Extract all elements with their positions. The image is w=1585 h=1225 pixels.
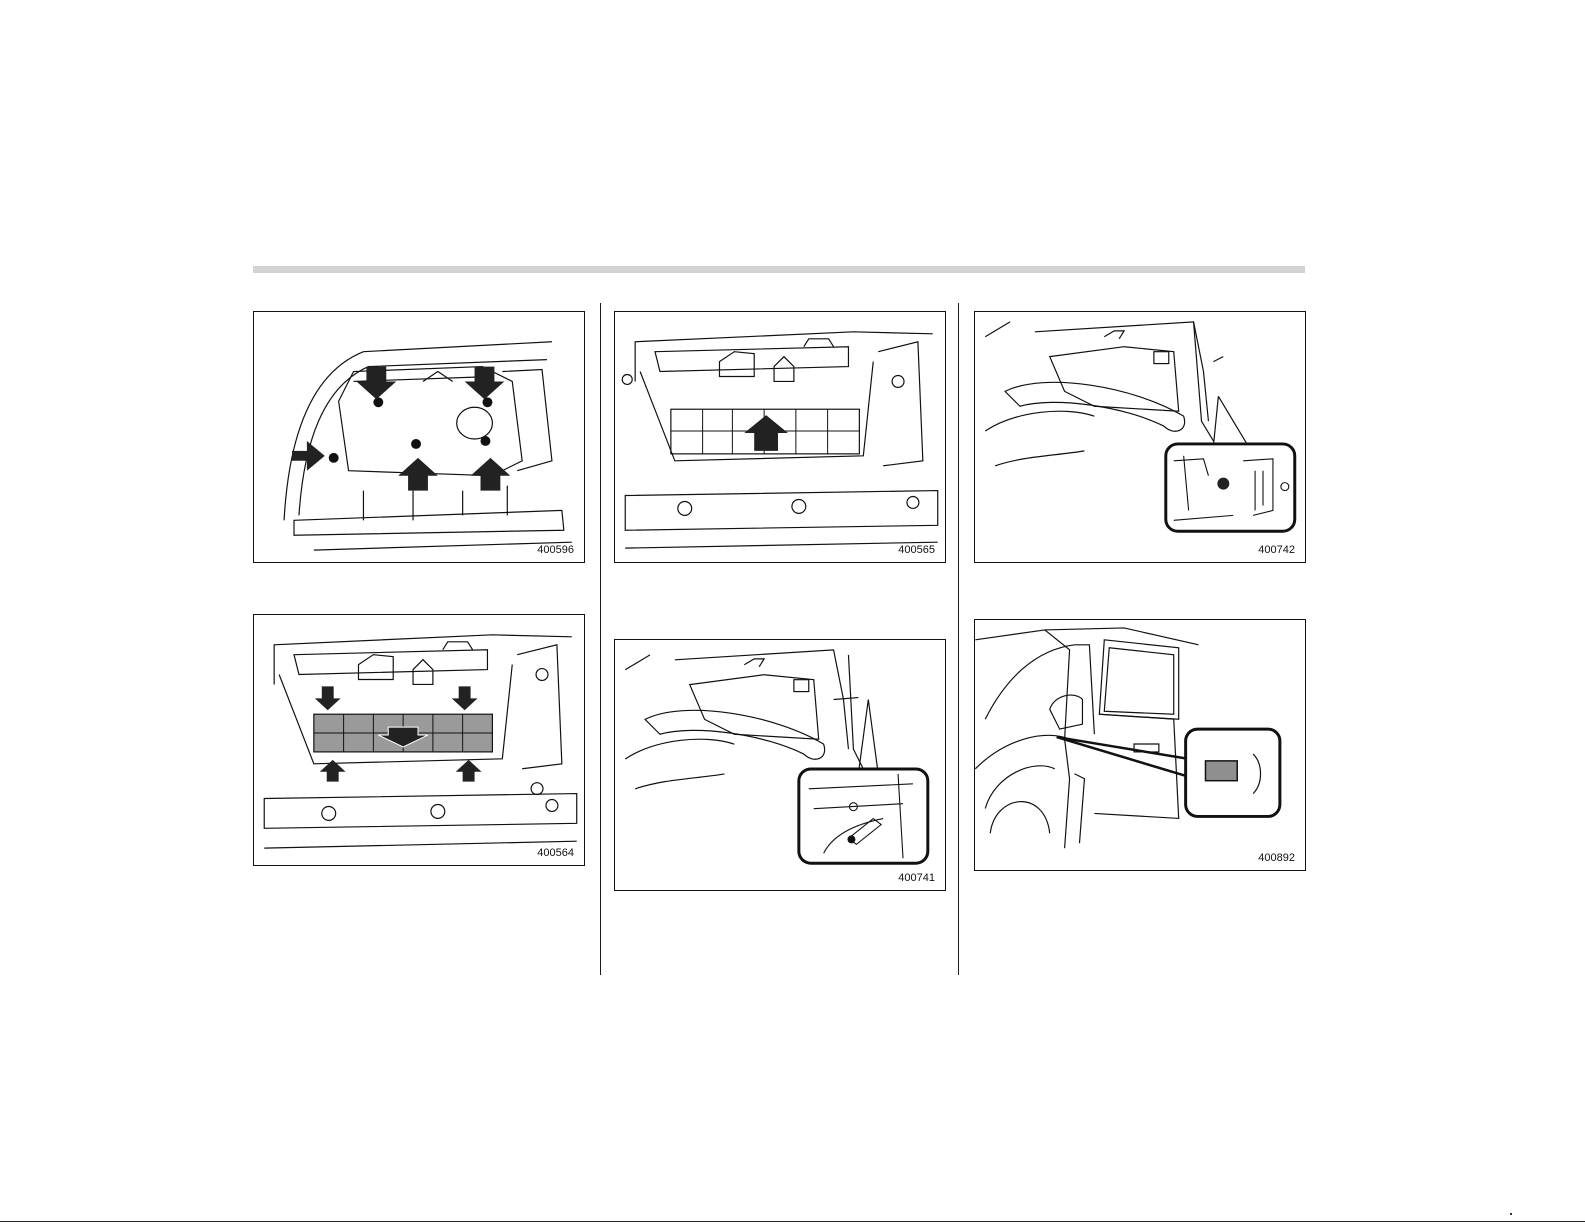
figure-400564: 400564 bbox=[253, 614, 585, 866]
footer-rule bbox=[0, 1221, 1585, 1222]
door-label-illustration bbox=[975, 620, 1305, 870]
glovebox-stopper-detail-illustration bbox=[975, 312, 1305, 562]
figure-number: 400565 bbox=[897, 544, 936, 556]
figure-number: 400741 bbox=[897, 872, 936, 884]
column-divider-left bbox=[600, 303, 601, 975]
figure-number: 400892 bbox=[1257, 852, 1296, 864]
figure-400596: 400596 bbox=[253, 311, 585, 563]
figure-400741: 400741 bbox=[614, 639, 946, 891]
label-callout bbox=[1186, 729, 1280, 816]
label-sticker bbox=[1205, 761, 1237, 781]
header-rule bbox=[253, 266, 1305, 273]
glovebox-cover-illustration bbox=[254, 312, 584, 562]
callout-magnifier bbox=[1166, 444, 1295, 531]
page-mark bbox=[1510, 1213, 1512, 1215]
figure-number: 400564 bbox=[536, 847, 575, 859]
figure-number: 400742 bbox=[1257, 544, 1296, 556]
glovebox-stopper-illustration bbox=[615, 640, 945, 890]
column-divider-right bbox=[958, 303, 959, 975]
figure-400565: 400565 bbox=[614, 311, 946, 563]
filter-insert-illustration bbox=[615, 312, 945, 562]
callout-magnifier bbox=[799, 769, 928, 863]
figure-number: 400596 bbox=[536, 544, 575, 556]
figure-400892: 400892 bbox=[974, 619, 1306, 871]
figure-400742: 400742 bbox=[974, 311, 1306, 563]
arrow-icon bbox=[744, 415, 788, 451]
filter-removal-illustration bbox=[254, 615, 584, 865]
